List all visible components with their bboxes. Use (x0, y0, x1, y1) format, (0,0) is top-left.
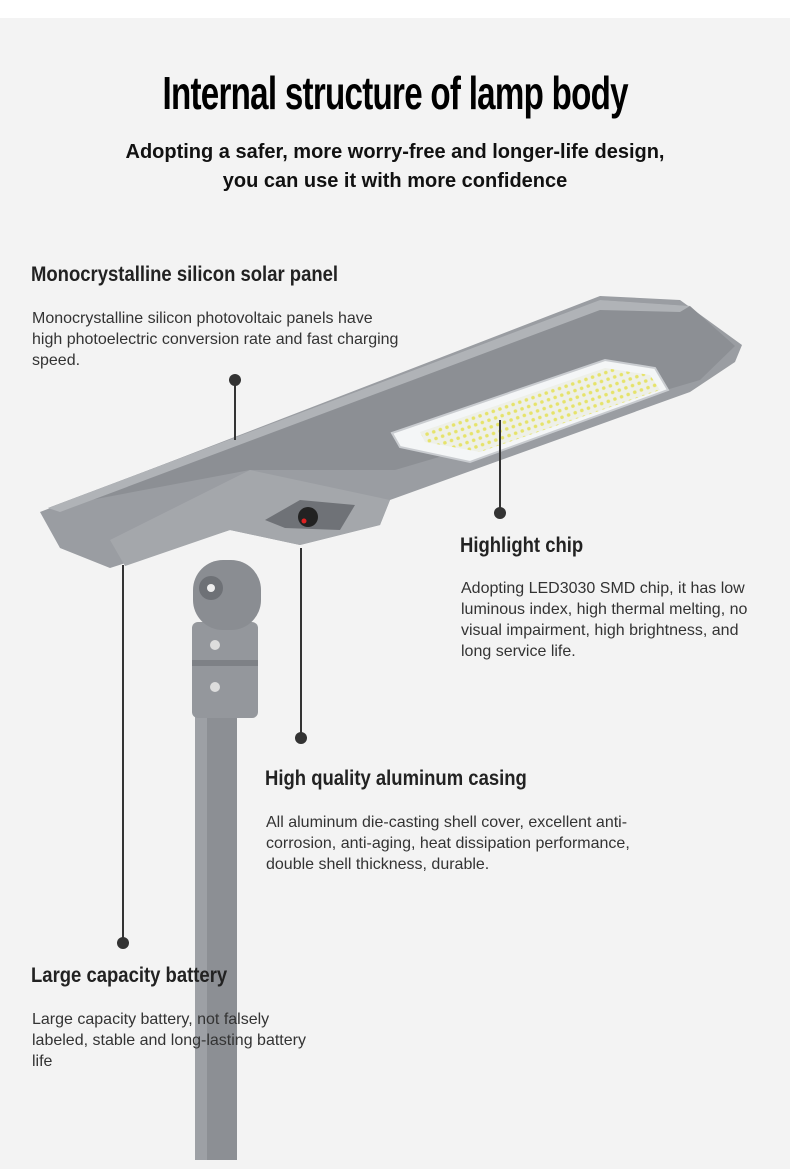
sensor-icon (298, 507, 318, 527)
feature-title-battery: Large capacity battery (31, 964, 228, 987)
feature-desc-battery: Large capacity battery, not falsely labe… (32, 1011, 306, 1070)
feature-desc-solar-panel: Monocrystalline silicon photovoltaic pan… (32, 310, 399, 369)
feature-title-aluminum-casing: High quality aluminum casing (265, 767, 527, 790)
feature-desc-highlight-chip: Adopting LED3030 SMD chip, it has low lu… (461, 580, 748, 660)
feature-title-solar-panel: Monocrystalline silicon solar panel (31, 263, 339, 286)
subtitle-line-1: Adopting a safer, more worry-free and lo… (125, 141, 665, 163)
subtitle-line-2: you can use it with more confidence (222, 170, 568, 192)
page-title: Internal structure of lamp body (162, 67, 628, 119)
feature-desc-aluminum-casing: All aluminum die-casting shell cover, ex… (266, 814, 630, 873)
page-background (0, 18, 790, 1169)
feature-title-highlight-chip: Highlight chip (460, 534, 584, 557)
pole-clamp (192, 622, 258, 718)
callout-lines (117, 374, 506, 949)
